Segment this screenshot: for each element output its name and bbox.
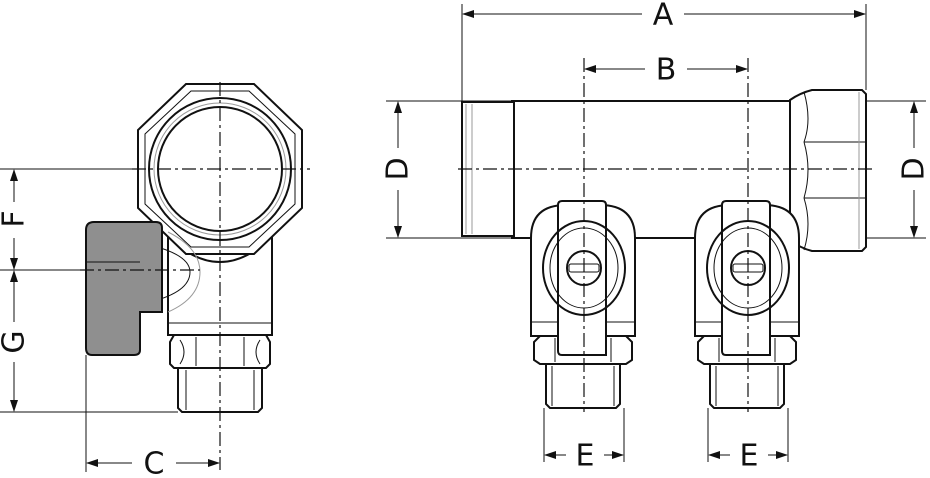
dimension-d-left: D: [381, 100, 512, 239]
dimension-c: C: [85, 355, 220, 478]
dimension-c-label: C: [144, 447, 165, 478]
dimension-a-label: A: [653, 0, 674, 33]
dimension-b-label: B: [656, 53, 677, 88]
dimension-d-left-label: D: [381, 157, 416, 180]
dimension-f: F: [0, 168, 138, 271]
front-right-hex-nut: [789, 89, 867, 252]
dimension-b: B: [584, 53, 748, 88]
dimension-d-right-label: D: [897, 157, 930, 180]
dimension-a: A: [461, 0, 867, 102]
front-right-valve: [694, 200, 800, 409]
side-valve-handle: [85, 221, 163, 356]
dimension-e-left-label: E: [576, 439, 595, 474]
dimension-g-label: G: [0, 330, 32, 353]
dimension-d-right: D: [866, 100, 930, 239]
dimension-f-label: F: [0, 210, 32, 227]
dimension-e-right: E: [707, 408, 789, 474]
front-view: [458, 58, 872, 412]
dimension-e-left: E: [543, 408, 625, 474]
dimension-e-right-label: E: [740, 439, 759, 474]
front-left-valve: [530, 200, 636, 409]
dimension-g: G: [0, 270, 178, 413]
side-view: [80, 82, 310, 470]
side-valve-boss: [167, 231, 201, 313]
